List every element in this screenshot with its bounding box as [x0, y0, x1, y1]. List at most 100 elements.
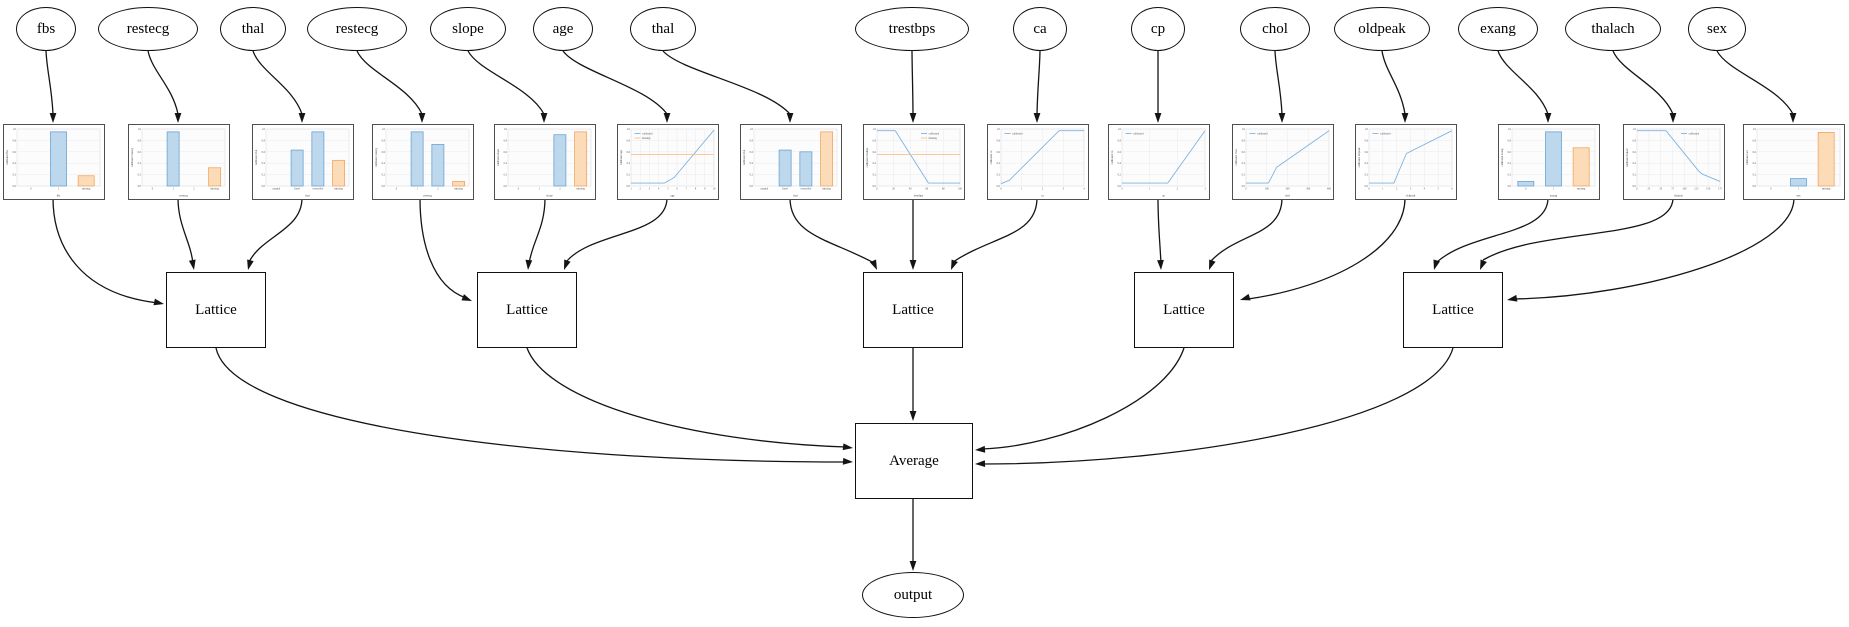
arrowhead — [525, 259, 533, 270]
feature-label: chol — [1262, 20, 1288, 37]
y-tick: 0.0 — [262, 185, 266, 188]
edge — [662, 50, 791, 115]
chart-ylabel: calibrated chol — [1235, 149, 1238, 165]
chart-xlabel: exang — [1550, 194, 1558, 198]
x-tick: 125 — [1694, 188, 1699, 191]
x-tick: 1 — [58, 188, 60, 191]
arrowhead — [1278, 113, 1286, 123]
average-box: Average — [855, 423, 973, 499]
edge — [1514, 197, 1795, 300]
chart-xlabel: thalach — [1674, 194, 1683, 198]
edge — [1482, 197, 1674, 261]
arrowhead — [153, 298, 164, 306]
chart-xlabel: ca — [1041, 194, 1044, 198]
arrowhead — [247, 259, 254, 270]
x-tick: 1 — [538, 188, 540, 191]
x-tick: 2 — [1177, 188, 1179, 191]
y-tick: 0.8 — [750, 139, 754, 142]
feature-node-age-5: age — [533, 7, 593, 51]
x-tick: 100 — [958, 188, 963, 191]
feature-node-oldpeak-11: oldpeak — [1334, 7, 1430, 51]
chart-ylabel: calibrated sex — [1746, 149, 1749, 165]
x-tick: normal — [761, 188, 769, 191]
y-tick: 0.4 — [627, 162, 631, 165]
x-tick: 0 — [396, 188, 398, 191]
x-tick: 7 — [686, 188, 688, 191]
edge — [981, 347, 1454, 465]
y-tick: 0.6 — [1633, 151, 1637, 154]
x-tick: 0 — [1636, 188, 1638, 191]
chart-ylabel: calibrated exang — [1501, 148, 1504, 166]
y-tick: 0.6 — [997, 151, 1001, 154]
x-tick: 1 — [1149, 188, 1151, 191]
chart-xlabel: chol — [1285, 194, 1290, 198]
x-tick: 20 — [892, 188, 895, 191]
edge — [52, 197, 159, 304]
legend-label: calibrated — [1133, 133, 1144, 136]
y-tick: 0.2 — [1633, 174, 1637, 177]
arrowhead — [1669, 113, 1677, 123]
x-tick: fixed — [294, 188, 300, 191]
chart-xlabel: cp — [1162, 194, 1165, 198]
edge — [1274, 50, 1283, 115]
arrowhead — [909, 561, 917, 571]
x-tick: 150 — [1706, 188, 1711, 191]
y-tick: 0.8 — [504, 139, 508, 142]
y-tick: 0.8 — [1118, 139, 1122, 142]
y-tick: 0.2 — [1508, 174, 1512, 177]
y-tick: 0.0 — [1118, 185, 1122, 188]
y-tick: 0.4 — [13, 162, 17, 165]
y-tick: 0.4 — [1508, 162, 1512, 165]
chart-xlabel: trestbps — [914, 194, 924, 198]
arrowhead — [1157, 259, 1164, 270]
y-tick: 0.8 — [997, 139, 1001, 142]
edge — [1381, 50, 1406, 115]
y-tick: 0.4 — [997, 162, 1001, 165]
bar-missing — [1572, 147, 1590, 187]
y-tick: 0.4 — [262, 162, 266, 165]
line-calibrated — [877, 130, 960, 184]
x-tick: 0 — [1245, 188, 1247, 191]
y-tick: 0.2 — [1753, 174, 1757, 177]
bar-calibrated — [290, 149, 304, 187]
x-tick: reversible — [801, 188, 812, 191]
x-tick: 6 — [676, 188, 678, 191]
x-tick: 40 — [909, 188, 912, 191]
feature-label: age — [552, 20, 574, 37]
arrowhead — [842, 457, 853, 465]
arrowhead — [1154, 113, 1162, 123]
bar-calibrated — [778, 149, 792, 187]
y-tick: 0.8 — [382, 139, 386, 142]
lattice-box-5: Lattice — [1403, 272, 1503, 348]
y-tick: 0.8 — [1365, 139, 1369, 142]
legend-label: calibrated — [1689, 133, 1700, 136]
legend-label: calibrated — [929, 133, 940, 136]
chart-xlabel: oldpeak — [1406, 194, 1416, 198]
edge — [526, 347, 847, 448]
x-tick: 0 — [1770, 188, 1772, 191]
bar-calibrated — [799, 151, 813, 187]
feature-label: ca — [1033, 20, 1047, 37]
line-calibrated — [1369, 130, 1453, 184]
lattice-box-3: Lattice — [863, 272, 963, 348]
x-tick: 100 — [1265, 188, 1270, 191]
x-tick: 0 — [30, 188, 32, 191]
y-tick: 1.0 — [873, 128, 877, 131]
arrowhead — [842, 443, 853, 451]
x-tick: missing — [454, 188, 463, 191]
lattice-label: Lattice — [1432, 301, 1474, 318]
arrowhead — [1240, 293, 1251, 301]
y-tick: 0.0 — [13, 185, 17, 188]
y-tick: 0.6 — [504, 151, 508, 154]
